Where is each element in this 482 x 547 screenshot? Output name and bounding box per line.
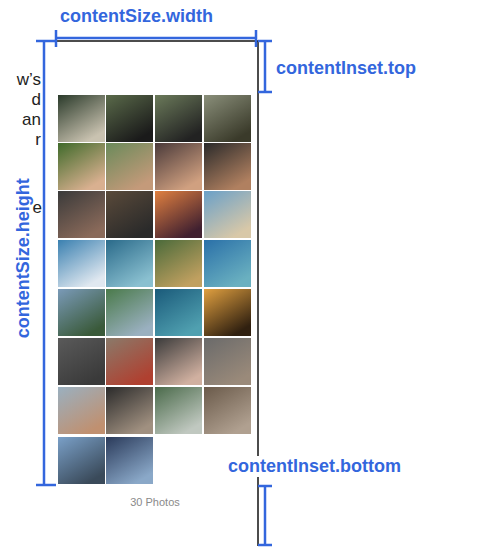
photo-thumbnail [106,240,153,287]
photo-thumbnail [204,95,251,142]
photo-count: 30 Photos [130,496,180,509]
photo-thumbnail [155,191,202,238]
photo-thumbnail [155,143,202,190]
dimension-label: contentSize.height [13,178,34,338]
text-fragment: w’s [17,70,41,90]
photo-thumbnail [155,289,202,336]
photo-thumbnail [106,289,153,336]
photo-thumbnail [106,338,153,385]
text-fragment: e [33,198,42,218]
text-fragment: an [22,110,41,130]
photo-thumbnail [58,191,105,238]
dimension-label: contentSize.width [60,6,213,27]
dimension-label: contentInset.bottom [226,456,403,477]
photo-thumbnail [155,338,202,385]
photo-thumbnail [106,191,153,238]
photo-thumbnail [106,143,153,190]
photo-thumbnail [58,387,105,434]
text-fragment: r [35,130,41,150]
photo-thumbnail [58,95,105,142]
photo-thumbnail [58,240,105,287]
photo-thumbnail [204,191,251,238]
photo-thumbnail [58,437,105,484]
photo-thumbnail [204,387,251,434]
photo-thumbnail [155,95,202,142]
photo-grid [58,95,251,484]
photo-thumbnail [204,289,251,336]
photo-thumbnail [155,387,202,434]
photo-thumbnail [106,437,153,484]
photo-thumbnail [106,95,153,142]
photo-thumbnail [204,338,251,385]
photo-thumbnail [155,240,202,287]
photo-thumbnail [106,387,153,434]
photo-thumbnail [58,338,105,385]
text-fragment: d [32,90,41,110]
photo-thumbnail [58,143,105,190]
photo-thumbnail [204,143,251,190]
dimension-label: contentInset.top [276,58,416,79]
photo-thumbnail [204,240,251,287]
photo-thumbnail [58,289,105,336]
